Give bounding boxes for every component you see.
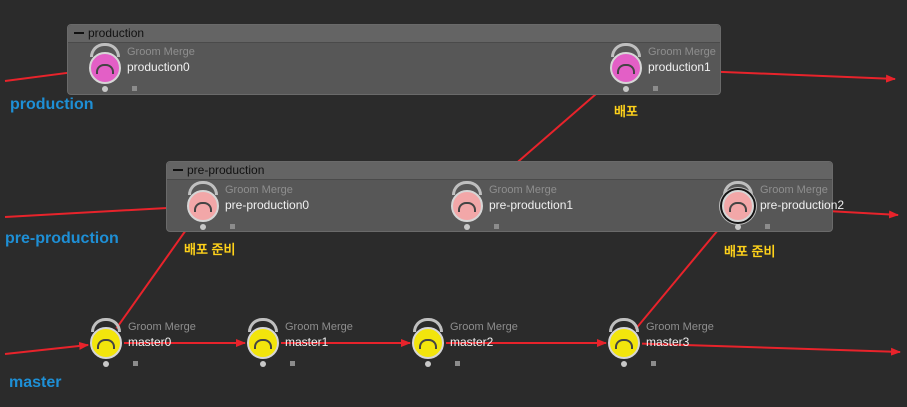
node-handle[interactable] <box>609 318 639 332</box>
node-handle[interactable] <box>91 318 121 332</box>
network-box-title: production <box>88 26 145 40</box>
node-flag[interactable] <box>132 86 137 91</box>
connection-master0-to-pre-production0[interactable] <box>115 219 194 329</box>
groom-merge-icon[interactable] <box>608 327 640 359</box>
node-name-label[interactable]: master3 <box>646 335 690 349</box>
node-glyph <box>458 202 476 212</box>
row-label-pre-production: pre-production <box>5 230 119 247</box>
node-output-dot[interactable] <box>102 86 108 92</box>
network-box-pre-production[interactable]: pre-production <box>166 161 833 232</box>
node-output-dot[interactable] <box>425 361 431 367</box>
node-type-label: Groom Merge <box>450 321 518 333</box>
node-flag[interactable] <box>455 361 460 366</box>
node-glyph <box>617 64 635 74</box>
node-pre-production0[interactable]: Groom Merge pre-production0 <box>184 181 309 231</box>
node-name-label[interactable]: master2 <box>450 335 494 349</box>
node-output-dot[interactable] <box>103 361 109 367</box>
node-flag[interactable] <box>765 224 770 229</box>
edge-label-deploy-prep-left: 배포 준비 <box>184 242 236 257</box>
node-pre-production2[interactable]: Groom Merge pre-production2 <box>719 181 844 231</box>
connection-master3-to-output-master[interactable] <box>641 342 901 356</box>
connection-input-master-to-master0[interactable] <box>4 341 90 355</box>
connection-input-pre-production-to-pre-production0[interactable] <box>4 203 187 218</box>
groom-merge-icon[interactable] <box>89 52 121 84</box>
node-handle[interactable] <box>248 318 278 332</box>
node-output-dot[interactable] <box>623 86 629 92</box>
node-output-dot[interactable] <box>621 361 627 367</box>
node-pre-production1[interactable]: Groom Merge pre-production1 <box>448 181 573 231</box>
node-output-dot[interactable] <box>735 224 741 230</box>
node-output-dot[interactable] <box>464 224 470 230</box>
node-handle[interactable] <box>90 43 120 57</box>
node-name-label[interactable]: pre-production2 <box>760 198 845 212</box>
node-master1[interactable]: Groom Merge master1 <box>244 318 353 368</box>
node-output-dot[interactable] <box>260 361 266 367</box>
node-glyph <box>729 202 747 212</box>
node-production0[interactable]: Groom Merge production0 <box>86 43 195 93</box>
node-name-label[interactable]: pre-production1 <box>489 198 574 212</box>
node-type-label: Groom Merge <box>128 321 196 333</box>
node-type-label: Groom Merge <box>648 46 716 58</box>
node-glyph <box>419 339 437 349</box>
node-master0[interactable]: Groom Merge master0 <box>87 318 196 368</box>
node-handle[interactable] <box>723 181 753 195</box>
node-type-label: Groom Merge <box>760 184 828 196</box>
collapse-icon[interactable] <box>74 31 84 34</box>
node-glyph <box>96 64 114 74</box>
groom-merge-icon[interactable] <box>610 52 642 84</box>
node-type-label: Groom Merge <box>225 184 293 196</box>
node-glyph <box>615 339 633 349</box>
node-master2[interactable]: Groom Merge master2 <box>409 318 518 368</box>
node-name-label[interactable]: master0 <box>128 335 172 349</box>
node-handle[interactable] <box>413 318 443 332</box>
network-box-header[interactable]: production <box>68 25 720 43</box>
node-handle[interactable] <box>188 181 218 195</box>
node-type-label: Groom Merge <box>646 321 714 333</box>
node-flag[interactable] <box>230 224 235 229</box>
edge-label-deploy-prep-right: 배포 준비 <box>724 244 776 259</box>
groom-merge-icon[interactable] <box>451 190 483 222</box>
node-flag[interactable] <box>653 86 658 91</box>
groom-merge-icon[interactable] <box>247 327 279 359</box>
network-box-header[interactable]: pre-production <box>167 162 832 180</box>
node-glyph <box>194 202 212 212</box>
edge-label-deploy: 배포 <box>614 104 638 119</box>
node-handle[interactable] <box>611 43 641 57</box>
node-glyph <box>97 339 115 349</box>
groom-merge-icon[interactable] <box>90 327 122 359</box>
connection-master3-to-pre-production2[interactable] <box>634 219 728 330</box>
node-flag[interactable] <box>290 361 295 366</box>
groom-merge-icon[interactable] <box>722 190 754 222</box>
node-name-label[interactable]: master1 <box>285 335 329 349</box>
node-type-label: Groom Merge <box>285 321 353 333</box>
row-label-production: production <box>10 96 94 113</box>
network-box-title: pre-production <box>187 163 265 177</box>
row-label-master: master <box>9 374 62 391</box>
node-production1[interactable]: Groom Merge production1 <box>607 43 716 93</box>
node-glyph <box>254 339 272 349</box>
node-flag[interactable] <box>133 361 138 366</box>
node-flag[interactable] <box>494 224 499 229</box>
groom-merge-icon[interactable] <box>187 190 219 222</box>
node-flag[interactable] <box>651 361 656 366</box>
collapse-icon[interactable] <box>173 168 183 171</box>
node-name-label[interactable]: production0 <box>127 60 190 74</box>
node-type-label: Groom Merge <box>489 184 557 196</box>
node-handle[interactable] <box>452 181 482 195</box>
node-name-label[interactable]: production1 <box>648 60 711 74</box>
node-master3[interactable]: Groom Merge master3 <box>605 318 714 368</box>
node-type-label: Groom Merge <box>127 46 195 58</box>
node-name-label[interactable]: pre-production0 <box>225 198 310 212</box>
groom-merge-icon[interactable] <box>412 327 444 359</box>
node-output-dot[interactable] <box>200 224 206 230</box>
